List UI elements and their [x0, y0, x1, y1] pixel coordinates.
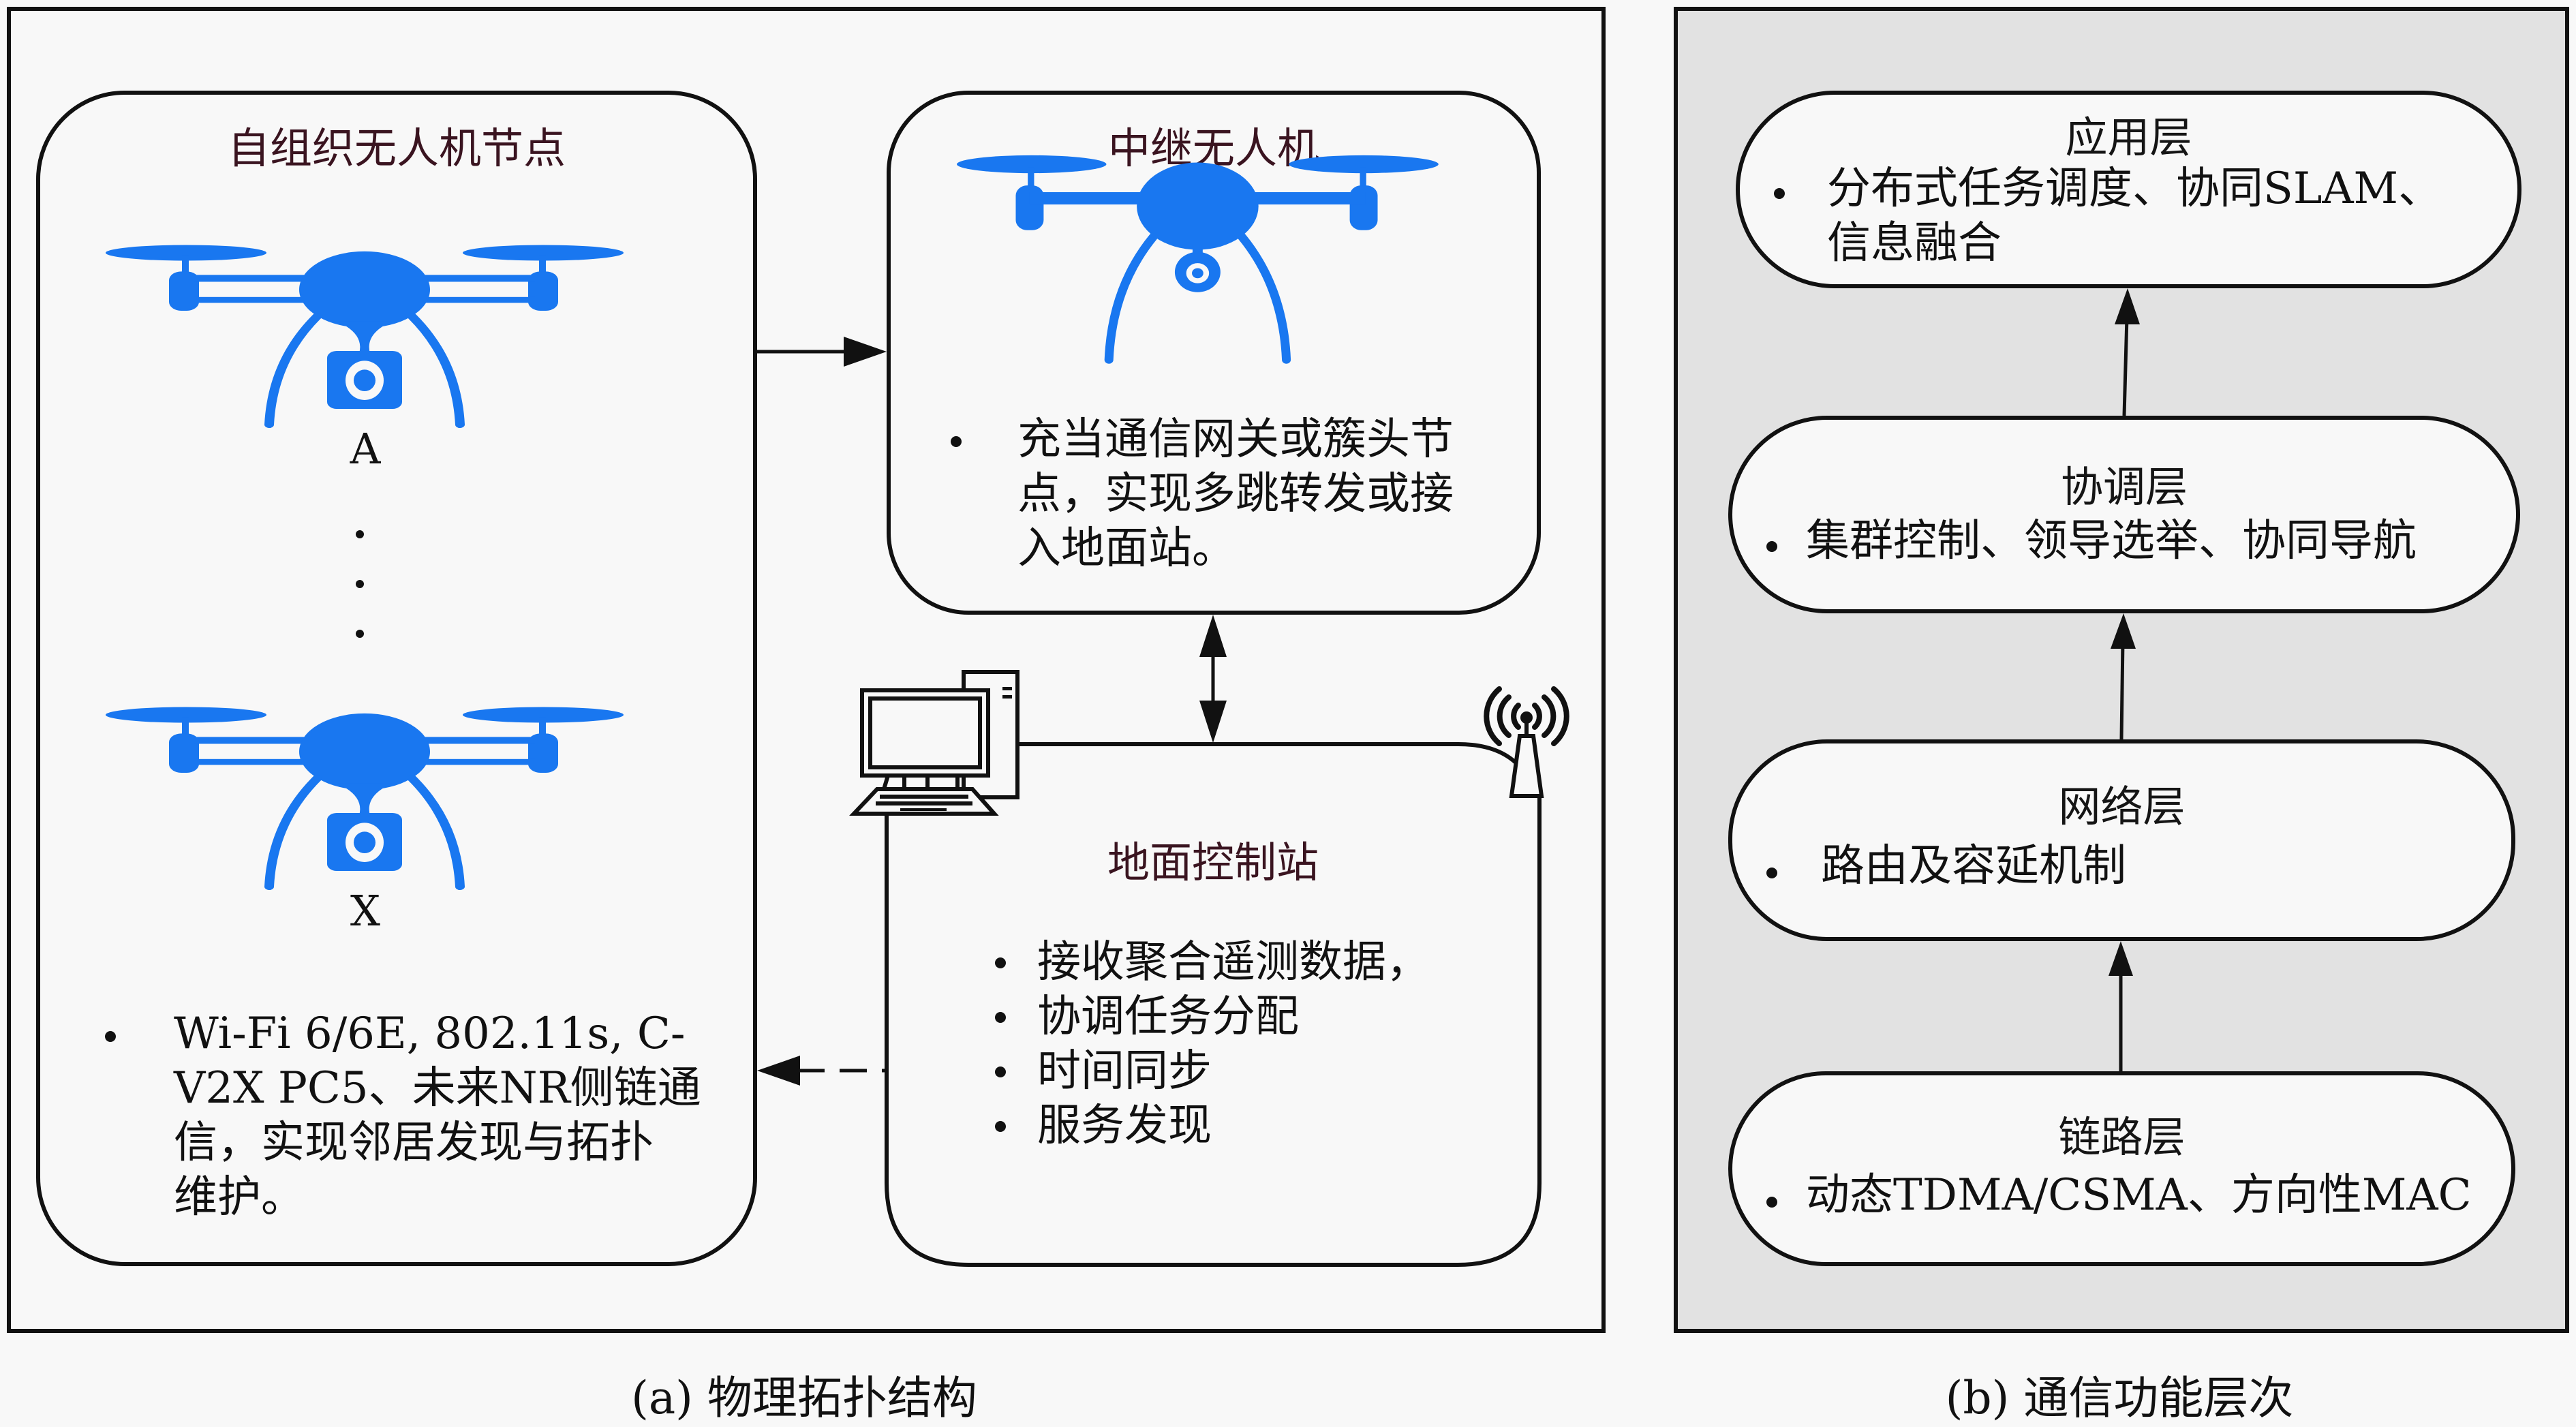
bullet-dot [1766, 1197, 1777, 1208]
landing-leg [264, 775, 322, 891]
propeller [1289, 155, 1439, 174]
ground-box-title: 地面控制站 [1107, 838, 1319, 887]
propeller [463, 707, 624, 723]
bullet-dot [1766, 868, 1777, 878]
relay-bullet-text: 充当通信网关或簇头节 点，实现多跳转发或接 入地面站。 [1017, 414, 1454, 574]
camera-lens [354, 831, 375, 854]
landing-leg [408, 775, 465, 891]
rotor-shaft [539, 717, 546, 737]
bullet-dot [995, 1121, 1006, 1132]
ground-bullet-item: 服务发现 [995, 1099, 1527, 1153]
landing-leg [264, 313, 322, 429]
drone-body [299, 251, 430, 328]
camera-mount [337, 321, 392, 354]
layer-title: 链路层 [2058, 1112, 2186, 1162]
rotor-shaft [1360, 167, 1366, 189]
rotor-shaft [1028, 167, 1034, 189]
motor [528, 271, 558, 311]
drone-body [1137, 162, 1259, 250]
propeller [106, 707, 266, 723]
camera-lens [1192, 268, 1203, 279]
ground-bullet-item: 接收聚合遥测数据， [995, 935, 1527, 989]
bullet-dot [995, 1012, 1006, 1023]
motor [169, 733, 199, 773]
landing-leg [1104, 232, 1158, 364]
self-org-bullet-text: Wi-Fi 6/6E, 802.11s, C- V2X PC5、未来NR侧链通 … [174, 1009, 701, 1223]
bullet-dot [1766, 541, 1777, 552]
caption-b: (b) 通信功能层次 [1945, 1372, 2294, 1424]
motor [169, 271, 199, 311]
ellipsis-dot [356, 630, 364, 638]
ground-bullet-list: 接收聚合遥测数据， 协调任务分配 时间同步 服务发现 [995, 935, 1527, 1153]
bullet-dot [1774, 188, 1785, 199]
antenna-icon [1484, 686, 1569, 798]
drone-label-x: X [350, 886, 381, 936]
drone-a-shape [106, 245, 624, 429]
landing-leg [408, 313, 465, 429]
drone-icon [106, 707, 624, 891]
camera-mount [337, 783, 392, 816]
propeller [957, 155, 1107, 174]
bullet-dot [995, 1067, 1006, 1077]
computer-icon [849, 670, 1019, 816]
layer-title: 协调层 [2060, 462, 2188, 512]
layer-link: 链路层 动态TDMA/CSMA、方向性MAC [1728, 1071, 2515, 1266]
bullet-dot [951, 436, 962, 447]
drone-icon [957, 155, 1439, 364]
ground-bullet-item: 协调任务分配 [995, 989, 1527, 1044]
landing-leg [1237, 232, 1291, 364]
ellipsis-dot [356, 530, 364, 538]
propeller [106, 245, 266, 261]
ground-bullet-item: 时间同步 [995, 1044, 1527, 1099]
relay-drone-shape [957, 155, 1439, 364]
layer-application: 应用层 分布式任务调度、协同SLAM、 信息融合 [1736, 91, 2521, 288]
rotor-shaft [539, 255, 546, 275]
motor [528, 733, 558, 773]
layer-network: 网络层 路由及容延机制 [1728, 739, 2515, 941]
drone-x-shape [106, 707, 624, 891]
self-org-box-title: 自组织无人机节点 [227, 123, 566, 173]
caption-a: (a) 物理拓扑结构 [631, 1372, 977, 1424]
propeller [463, 245, 624, 261]
bullet-dot [105, 1031, 116, 1042]
layer-title: 网络层 [2058, 782, 2186, 831]
rotor-shaft [182, 717, 189, 737]
drone-label-a: A [350, 424, 381, 474]
bullet-dot [995, 957, 1006, 968]
layer-coordination: 协调层 集群控制、领导选举、协同导航 [1728, 416, 2520, 613]
drone-body [299, 713, 430, 791]
camera-lens [354, 369, 375, 392]
layer-title: 应用层 [2065, 112, 2192, 162]
ellipsis-dot [356, 580, 364, 588]
drone-icon [106, 245, 624, 429]
rotor-shaft [182, 255, 189, 275]
